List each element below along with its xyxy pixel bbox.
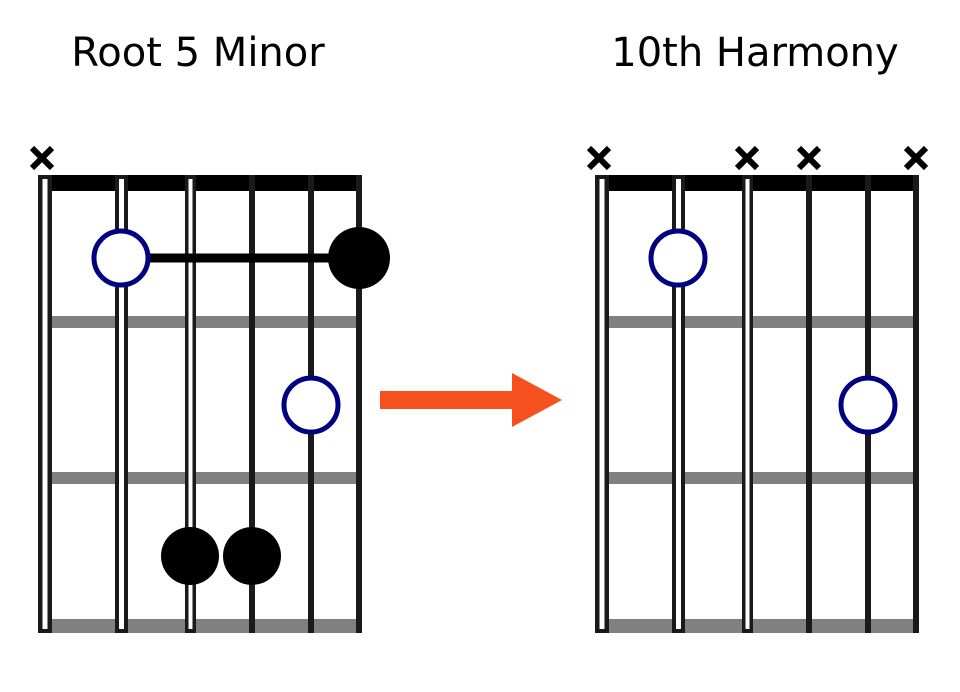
string-3 [185, 175, 196, 633]
mute-markers-right [586, 145, 929, 171]
string-6 [913, 175, 919, 633]
mute-x-string-1 [586, 145, 612, 171]
marker-open-circle-string-5-fret-2 [281, 375, 341, 435]
markers-right [648, 228, 898, 435]
strings-right [595, 175, 919, 633]
diagram-title-right: 10th Harmony [611, 30, 899, 76]
string-6 [356, 175, 362, 633]
string-4 [249, 175, 255, 633]
fretboard-tenth-harmony [577, 120, 937, 660]
mute-x-string-6 [903, 145, 929, 171]
fretboard-root-5-minor [20, 120, 390, 660]
fretboard-svg-right [586, 145, 929, 633]
transform-arrow [380, 365, 570, 435]
arrow-icon [380, 373, 562, 427]
marker-filled-dot-string-4-fret-3 [223, 527, 281, 585]
string-1 [595, 175, 609, 633]
mute-markers-left [29, 145, 55, 171]
marker-filled-dot-string-6-fret-1 [328, 227, 390, 289]
marker-filled-dot-string-3-fret-3 [161, 527, 219, 585]
string-1 [38, 175, 52, 633]
string-3 [742, 175, 753, 633]
mute-x-string-4 [796, 145, 822, 171]
marker-open-circle-string-5-fret-2 [838, 375, 898, 435]
marker-open-circle-string-2-fret-1 [648, 228, 708, 288]
fretboard-svg-left [29, 145, 390, 633]
string-2 [115, 175, 128, 633]
diagram-title-left: Root 5 Minor [71, 30, 325, 76]
string-2 [672, 175, 685, 633]
mute-x-string-1 [29, 145, 55, 171]
markers-left [91, 227, 390, 585]
mute-x-string-3 [734, 145, 760, 171]
marker-open-circle-string-2-fret-1 [91, 228, 151, 288]
string-4 [806, 175, 812, 633]
